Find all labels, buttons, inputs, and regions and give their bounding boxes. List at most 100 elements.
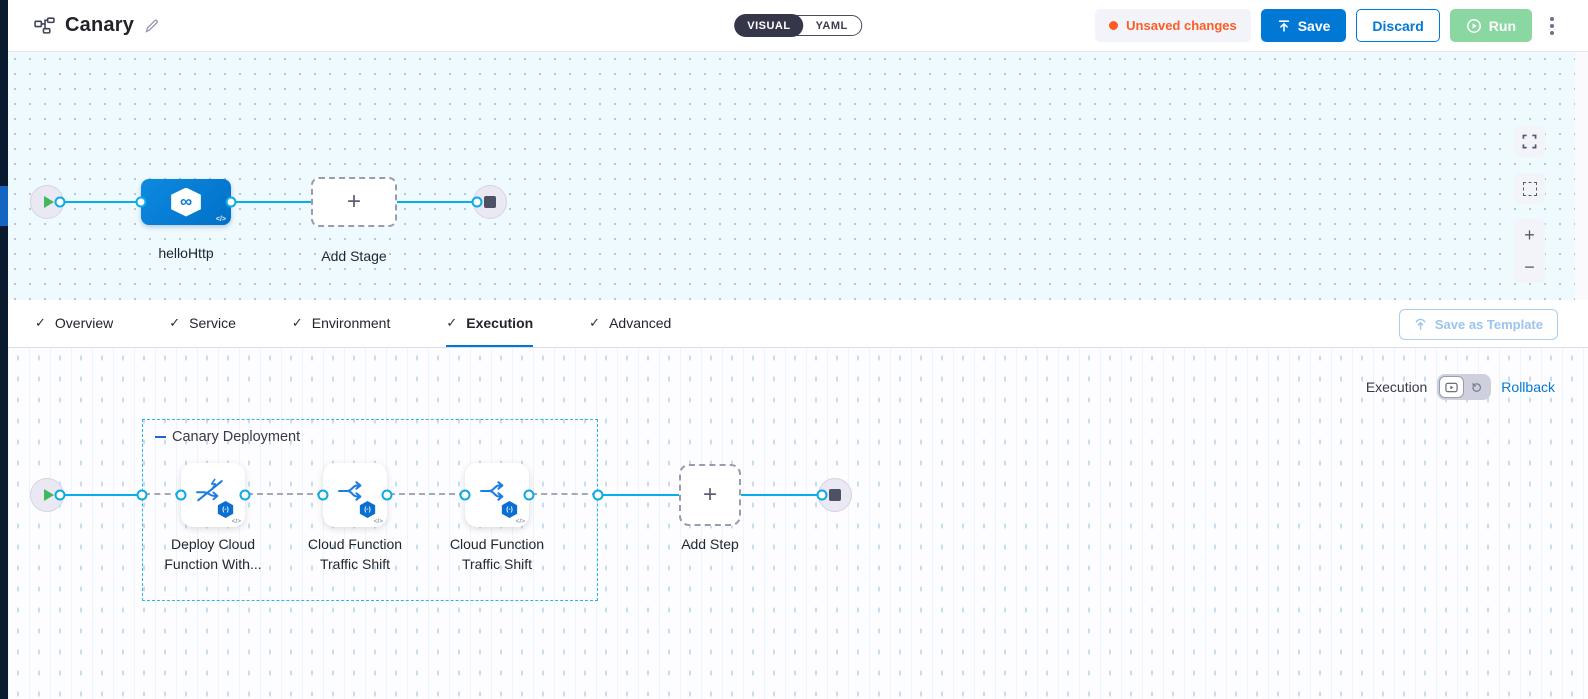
pencil-icon bbox=[145, 19, 158, 33]
fullscreen-button[interactable] bbox=[1514, 126, 1545, 157]
step-name-label: Deploy Cloud Function With... bbox=[164, 536, 262, 572]
rollback-link[interactable]: Rollback bbox=[1501, 379, 1555, 395]
unsaved-changes-badge: Unsaved changes bbox=[1095, 9, 1251, 42]
step-node-traffic-shift-1[interactable]: (-) </> bbox=[323, 463, 387, 527]
connector-port[interactable] bbox=[239, 489, 251, 501]
edit-title-button[interactable] bbox=[144, 18, 160, 34]
discard-button-label: Discard bbox=[1372, 17, 1424, 34]
connector-port[interactable] bbox=[816, 489, 828, 501]
connector-port[interactable] bbox=[592, 489, 604, 501]
visual-toggle-button[interactable]: VISUAL bbox=[734, 14, 804, 37]
execution-mode-row: Execution Rollback bbox=[1366, 374, 1555, 400]
play-icon bbox=[43, 196, 54, 208]
plus-icon: + bbox=[346, 188, 361, 215]
check-icon: ✓ bbox=[446, 314, 458, 330]
yaml-toggle-button[interactable]: YAML bbox=[815, 19, 848, 32]
connector-line bbox=[741, 494, 818, 496]
execution-mode-label: Execution bbox=[1365, 379, 1428, 395]
step-group-title: Canary Deployment bbox=[172, 429, 301, 445]
add-step-button[interactable]: + bbox=[679, 464, 741, 526]
check-icon: ✓ bbox=[35, 314, 46, 330]
step-node-deploy-cloud-function[interactable]: (-) </> bbox=[181, 463, 245, 527]
dashed-connector-line bbox=[144, 493, 181, 495]
pipeline-icon bbox=[34, 17, 55, 34]
stop-icon bbox=[484, 196, 496, 208]
step-name-label: Cloud Function Traffic Shift bbox=[449, 536, 545, 572]
tab-environment[interactable]: ✓ Environment bbox=[292, 300, 391, 347]
execution-graph-canvas: Execution Rollback bbox=[8, 348, 1588, 699]
rollback-mode-button[interactable] bbox=[1464, 376, 1489, 398]
add-step-label: Add Step bbox=[681, 536, 739, 552]
connector-port[interactable] bbox=[135, 196, 147, 208]
connector-port[interactable] bbox=[225, 196, 237, 208]
dashed-connector-line bbox=[389, 493, 465, 495]
play-circle-icon bbox=[1466, 18, 1481, 33]
tab-label: Execution bbox=[466, 314, 534, 331]
unsaved-changes-label: Unsaved changes bbox=[1126, 18, 1237, 33]
run-button[interactable]: Run bbox=[1449, 9, 1532, 42]
stage-node-hellohttp[interactable]: ∞ </> bbox=[141, 179, 231, 225]
connector-port[interactable] bbox=[317, 489, 329, 501]
connector-port[interactable] bbox=[381, 489, 393, 501]
code-icon: </> bbox=[231, 518, 241, 525]
connector-port[interactable] bbox=[523, 489, 535, 501]
save-as-template-label: Save as Template bbox=[1434, 317, 1543, 332]
rollback-icon bbox=[1472, 382, 1482, 392]
step-group-canary-deployment[interactable]: Canary Deployment bbox=[142, 419, 598, 601]
plus-icon: + bbox=[702, 481, 717, 508]
save-button[interactable]: Save bbox=[1260, 9, 1347, 42]
connector-port[interactable] bbox=[459, 489, 471, 501]
page-title: Canary bbox=[65, 14, 135, 36]
collapse-group-icon[interactable] bbox=[155, 435, 166, 439]
step-node-traffic-shift-2[interactable]: (-) </> bbox=[465, 463, 529, 527]
add-stage-button[interactable]: + bbox=[311, 177, 397, 227]
run-button-label: Run bbox=[1488, 17, 1516, 34]
title-group: Canary bbox=[34, 14, 160, 37]
discard-button[interactable]: Discard bbox=[1356, 9, 1440, 42]
cloud-function-badge-icon: (-) bbox=[501, 501, 518, 518]
nav-scroll-indicator bbox=[0, 186, 8, 226]
tab-advanced[interactable]: ✓ Advanced bbox=[589, 300, 671, 347]
save-as-template-button[interactable]: Save as Template bbox=[1398, 309, 1558, 340]
deploy-stage-icon: ∞ bbox=[171, 187, 201, 217]
unsaved-dot-icon bbox=[1109, 21, 1119, 30]
connector-line bbox=[231, 201, 311, 203]
deploy-cloud-function-icon bbox=[196, 478, 223, 502]
connector-line bbox=[397, 201, 473, 203]
execution-mode-button[interactable] bbox=[1439, 376, 1465, 398]
connector-port[interactable] bbox=[54, 489, 66, 501]
zoom-controls: + − bbox=[1514, 219, 1545, 283]
header-actions: Unsaved changes Save Discard Run bbox=[1095, 9, 1562, 42]
code-icon: </> bbox=[373, 518, 383, 525]
fullscreen-icon bbox=[1522, 134, 1537, 149]
tab-label: Environment bbox=[311, 314, 391, 331]
tab-execution[interactable]: ✓ Execution bbox=[446, 300, 534, 347]
connector-port[interactable] bbox=[471, 196, 483, 208]
zoom-in-button[interactable]: + bbox=[1524, 224, 1535, 245]
save-button-label: Save bbox=[1297, 17, 1331, 34]
execution-rollback-toggle bbox=[1437, 374, 1492, 400]
upload-arrow-icon bbox=[1278, 19, 1289, 32]
tab-label: Advanced bbox=[609, 314, 672, 331]
zoom-out-button[interactable]: − bbox=[1524, 256, 1535, 277]
upload-template-icon bbox=[1415, 318, 1426, 330]
connector-line bbox=[598, 494, 679, 496]
connector-port[interactable] bbox=[54, 196, 66, 208]
execution-steps-icon bbox=[1445, 382, 1458, 392]
tab-label: Service bbox=[189, 314, 236, 331]
tab-label: Overview bbox=[54, 314, 114, 331]
marquee-select-button[interactable] bbox=[1514, 173, 1545, 204]
stage-config-tabbar: ✓ Overview ✓ Service ✓ Environment ✓ Exe… bbox=[8, 300, 1588, 348]
connector-line bbox=[60, 201, 141, 203]
connector-port[interactable] bbox=[136, 489, 148, 501]
header-bar: Canary VISUAL YAML Unsaved changes Save bbox=[8, 0, 1588, 52]
connector-line bbox=[60, 494, 142, 496]
tab-service[interactable]: ✓ Service bbox=[169, 300, 236, 347]
traffic-shift-icon bbox=[480, 481, 504, 501]
tab-overview[interactable]: ✓ Overview bbox=[35, 300, 113, 347]
left-nav-strip bbox=[0, 0, 8, 699]
connector-port[interactable] bbox=[175, 489, 187, 501]
code-icon: </> bbox=[515, 518, 525, 525]
more-options-menu[interactable] bbox=[1542, 11, 1562, 41]
